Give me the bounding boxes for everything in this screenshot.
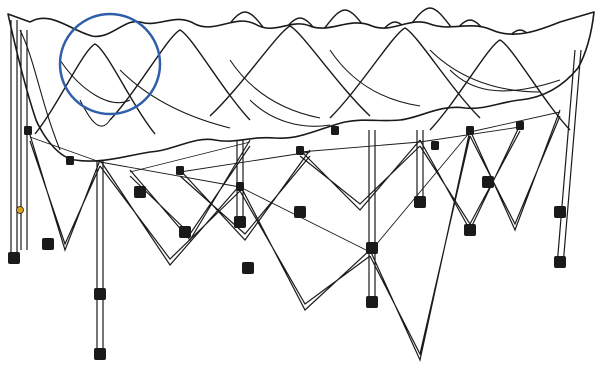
canopy-peak-front (109, 29, 251, 121)
truss-crossbar (369, 131, 471, 253)
canopy-fold (249, 99, 331, 127)
truss-strut (99, 159, 241, 266)
truss-strut (239, 184, 371, 311)
foot-cap (8, 252, 20, 264)
joint-bracket (66, 156, 74, 165)
canopy-peak-front (429, 39, 571, 131)
canopy-fold (449, 69, 561, 92)
foot-cap (42, 238, 54, 250)
truss-strut (419, 124, 521, 232)
canopy-fold (119, 69, 231, 129)
canopy-peak-front (34, 43, 156, 135)
joint-bracket (431, 141, 439, 150)
truss-crossbar (99, 161, 241, 188)
joint-bracket (516, 121, 524, 130)
canopy-body (7, 11, 595, 162)
truss-crossbar (129, 141, 251, 173)
truss-crossbar (469, 111, 561, 133)
joint-bracket (466, 126, 474, 135)
truss-strut (179, 149, 311, 241)
truss-crossbar (179, 151, 311, 173)
joint-bracket (331, 126, 339, 135)
highlight-circle (58, 12, 162, 116)
joint-bracket (24, 126, 32, 135)
foot-cap (482, 176, 494, 188)
truss-strut (29, 134, 101, 252)
truss-strut (299, 139, 421, 211)
folding-frame (10, 20, 582, 362)
canopy-fold (329, 49, 421, 107)
canopy-fabric (7, 7, 595, 162)
foot-cap (94, 348, 106, 360)
leg-right-outer (562, 49, 582, 267)
foot-cap (94, 288, 106, 300)
truss-crossbar (239, 186, 371, 253)
foot-cap (234, 216, 246, 228)
foot-cap (366, 242, 378, 254)
truss-strut (129, 139, 251, 242)
truss-strut (469, 109, 561, 232)
canopy-fold (19, 29, 61, 151)
foot-cap (464, 224, 476, 236)
canopy-peak-front (329, 27, 481, 119)
canopy-fold (429, 49, 541, 93)
foot-cap (179, 226, 191, 238)
foot-cap (294, 206, 306, 218)
foot-cap (554, 206, 566, 218)
canopy-peak-front (209, 25, 371, 117)
truss-strut (369, 129, 471, 362)
truss-crossbar (29, 136, 101, 163)
canopy-fold (229, 59, 321, 119)
joint-bracket (236, 182, 244, 191)
foot-cap (554, 256, 566, 268)
foot-cap (414, 196, 426, 208)
canopy-fold (59, 59, 131, 104)
leg-feet (8, 121, 566, 360)
latch-button (16, 206, 24, 214)
foot-cap (242, 262, 254, 274)
foot-cap (134, 186, 146, 198)
joint-bracket (296, 146, 304, 155)
foot-cap (366, 296, 378, 308)
leg-right-outer (556, 49, 576, 267)
truss-crossbar (299, 141, 421, 153)
joint-bracket (176, 166, 184, 175)
